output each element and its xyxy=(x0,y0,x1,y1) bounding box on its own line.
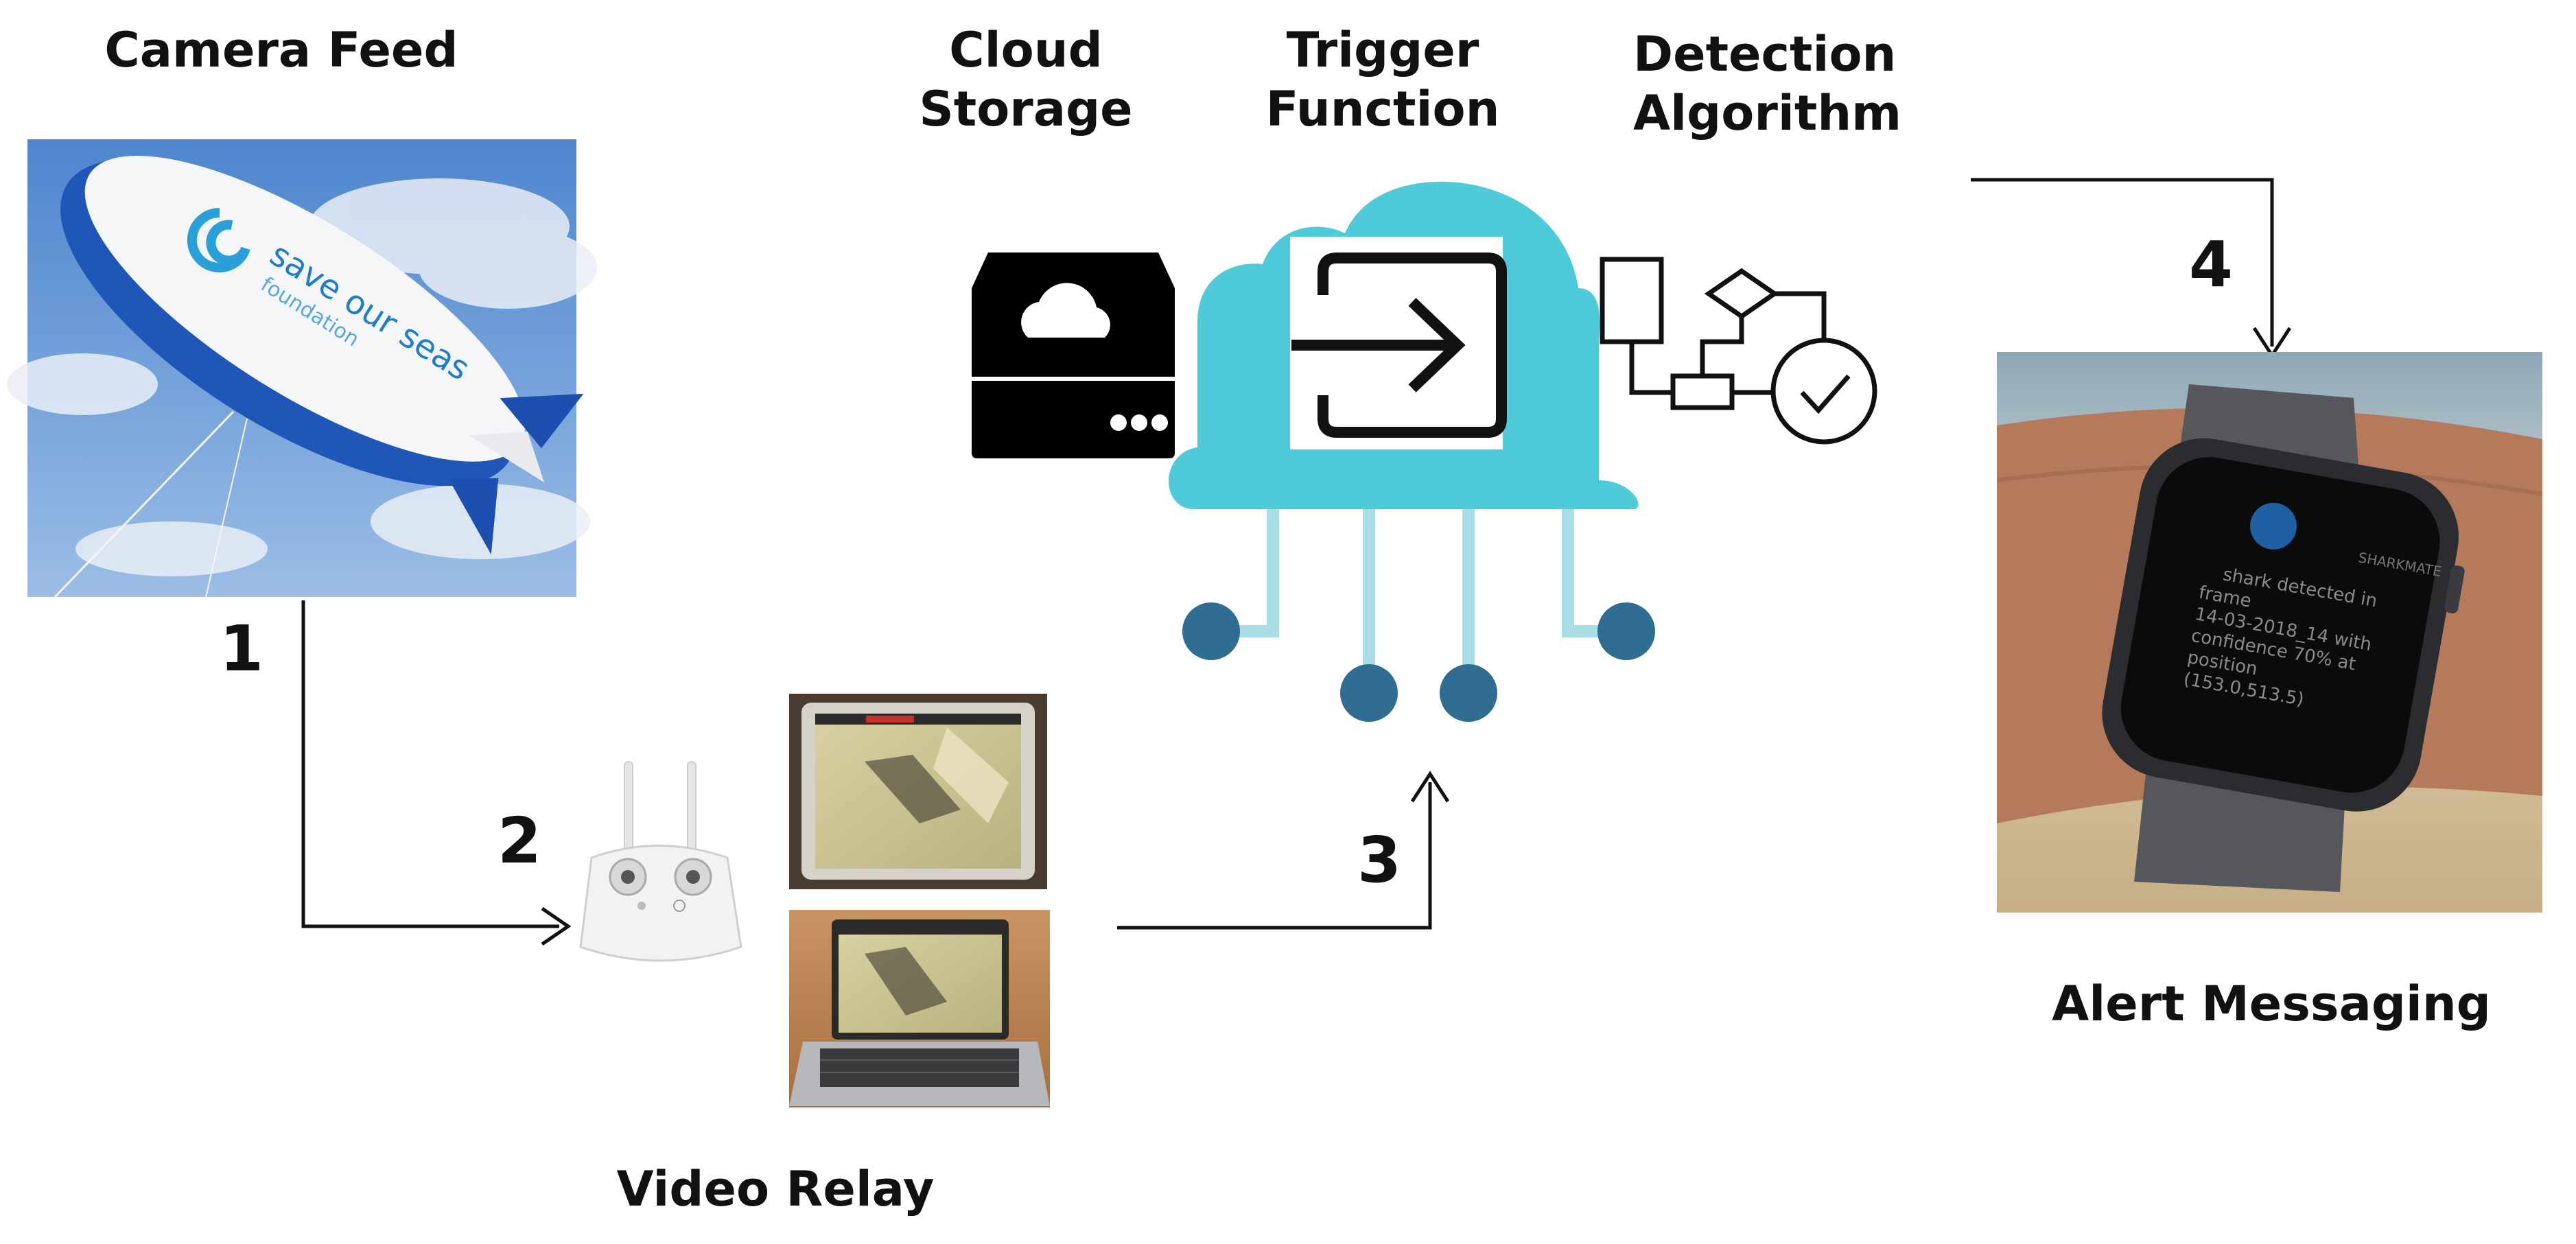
step-number-2: 2 xyxy=(497,804,542,878)
label-video-relay: Video Relay xyxy=(616,1161,935,1217)
storage-drive-icon xyxy=(972,253,1175,458)
smartwatch-photo: SHARKMATE shark detected in frame 14-03-… xyxy=(1996,352,2543,913)
label-detection-algorithm-line2: Algorithm xyxy=(1633,85,1902,141)
arrow-1-blimp-to-controller xyxy=(301,600,572,946)
step-number-4: 4 xyxy=(2189,228,2234,301)
tablet-photo xyxy=(789,694,1047,889)
label-trigger-function-line1: Trigger xyxy=(1286,22,1479,78)
trigger-arrow-icon xyxy=(1290,237,1507,449)
label-detection-algorithm: Detection Algorithm xyxy=(1633,25,1902,143)
label-cloud-storage-line1: Cloud xyxy=(949,22,1103,78)
label-trigger-function-line2: Function xyxy=(1265,81,1500,137)
laptop-photo xyxy=(789,910,1050,1107)
step-number-1: 1 xyxy=(220,612,264,685)
remote-controller xyxy=(579,761,742,962)
cloud-network-nodes xyxy=(1182,602,1655,722)
label-trigger-function: Trigger Function xyxy=(1263,21,1503,139)
step-number-3: 3 xyxy=(1357,823,1402,897)
label-detection-algorithm-line1: Detection xyxy=(1633,26,1897,82)
blimp-photo: save our seas foundation xyxy=(7,139,597,598)
label-alert-messaging: Alert Messaging xyxy=(2052,976,2491,1032)
arrow-3-devices-to-cloud xyxy=(1117,771,1450,930)
flowchart-icon xyxy=(1600,257,1877,445)
arrow-4-cloud-to-watch xyxy=(1971,178,2292,359)
label-cloud-storage-line2: Storage xyxy=(919,81,1133,137)
label-cloud-storage: Cloud Storage xyxy=(906,21,1146,139)
label-camera-feed: Camera Feed xyxy=(104,22,458,78)
cloud-network-lines xyxy=(1211,508,1626,690)
